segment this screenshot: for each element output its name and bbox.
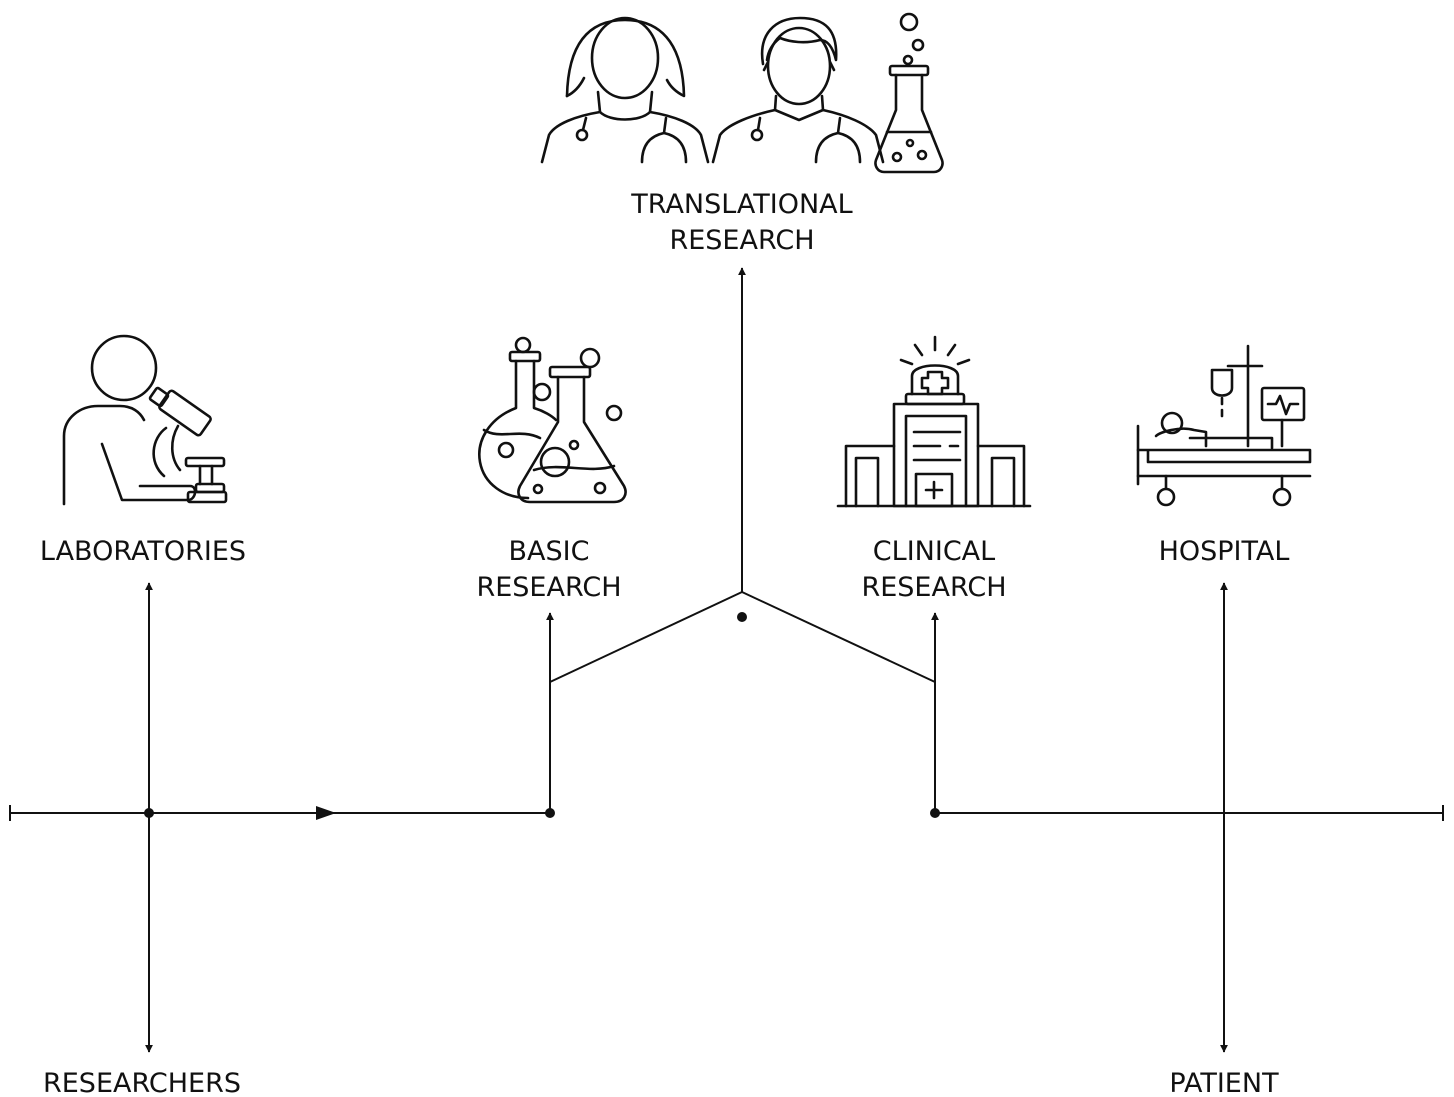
labels: TRANSLATIONAL RESEARCH LABORATORIES BASI…	[40, 189, 1290, 1097]
label-researchers: RESEARCHERS	[43, 1068, 241, 1097]
label-basic-line2: RESEARCH	[476, 572, 621, 603]
diagonal-from-basic	[549, 591, 743, 683]
doctor-female-icon	[540, 16, 710, 164]
hospital-building-icon	[836, 335, 1032, 508]
junction-dot-translational	[737, 612, 747, 622]
label-hospital: HOSPITAL	[1159, 536, 1290, 567]
doctor-male-icon	[711, 16, 885, 164]
flask-icon	[874, 12, 944, 174]
label-clinical-line1: CLINICAL	[873, 536, 995, 567]
baseline-direction-arrow	[316, 806, 336, 820]
label-translational-line1: TRANSLATIONAL	[630, 189, 852, 220]
label-laboratories: LABORATORIES	[40, 536, 246, 567]
connector-lines	[9, 267, 1444, 1053]
scientist-microscope-icon	[62, 334, 228, 506]
label-clinical-line2: RESEARCH	[861, 572, 1006, 603]
label-basic-line1: BASIC	[509, 536, 590, 567]
diagonal-from-clinical	[741, 591, 936, 683]
junction-dot-clinical	[930, 808, 940, 818]
junction-dot-basic	[545, 808, 555, 818]
label-translational-line2: RESEARCH	[669, 225, 814, 256]
label-patient: PATIENT	[1169, 1068, 1279, 1097]
patient-bed-icon	[1136, 344, 1312, 507]
lab-flasks-icon	[478, 336, 627, 504]
junction-dot-researchers	[144, 808, 154, 818]
